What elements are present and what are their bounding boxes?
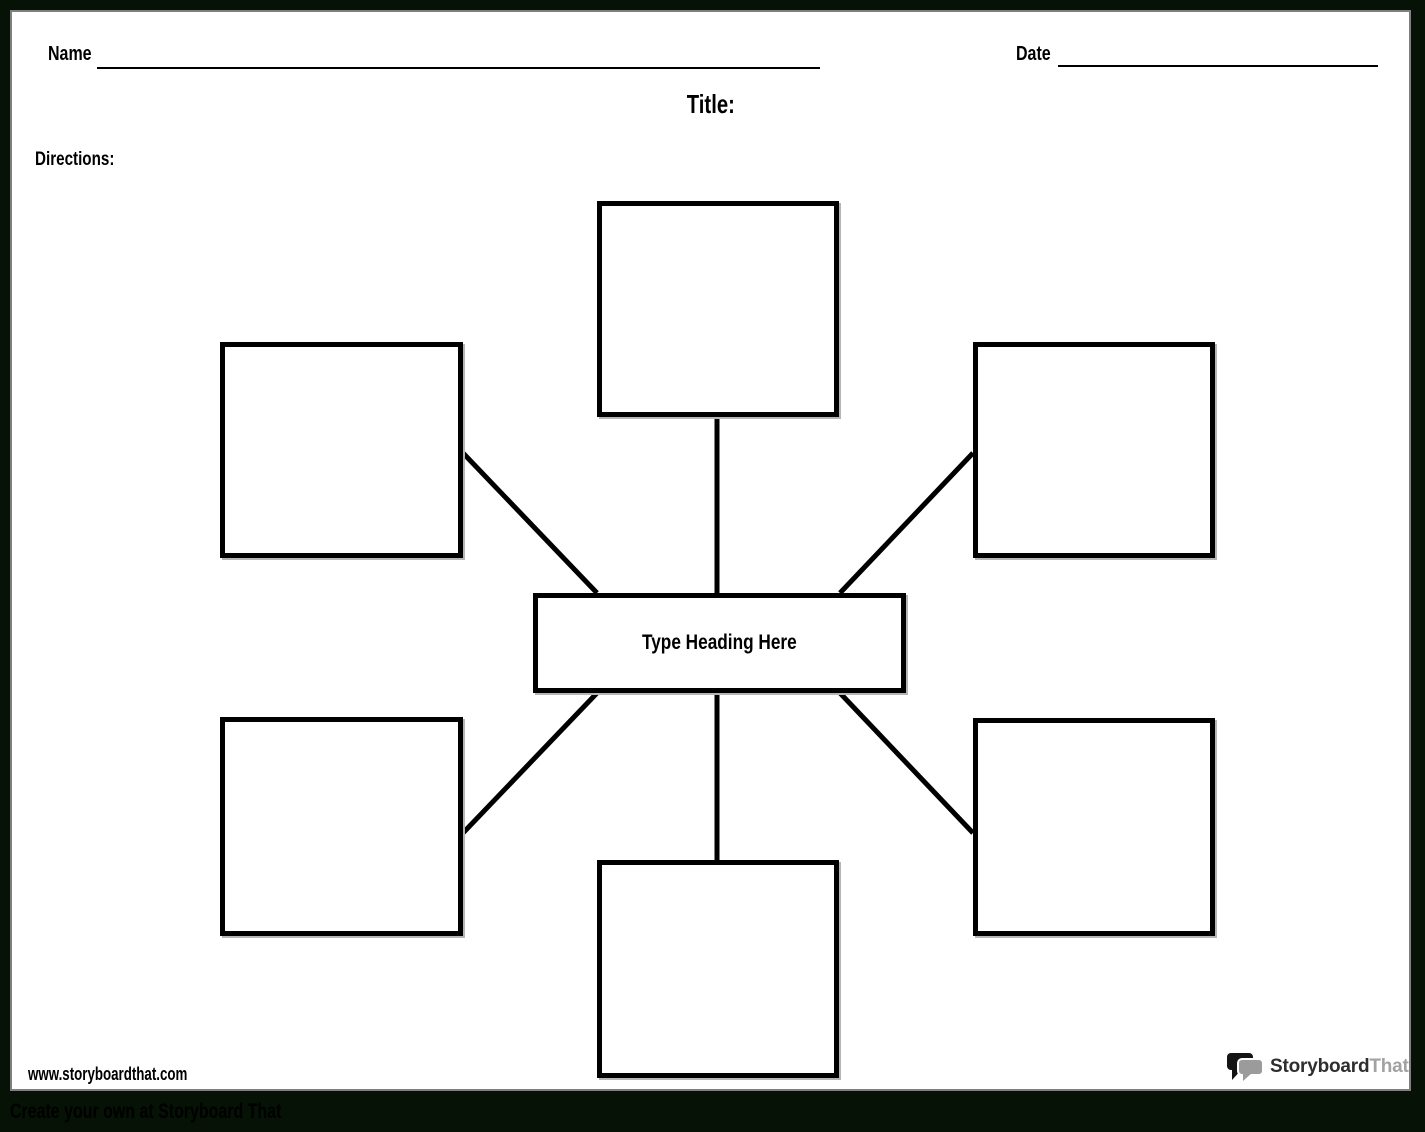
website-url-text: www.storyboardthat.com: [28, 1064, 188, 1084]
name-label-text: Name: [48, 43, 92, 65]
logo-wordmark: StoryboardThat: [1270, 1056, 1409, 1078]
name-input-line[interactable]: [97, 67, 820, 69]
spider-box-top-right[interactable]: [973, 342, 1215, 558]
spider-box-bottom-left[interactable]: [220, 717, 463, 936]
speech-bubbles-icon: [1227, 1053, 1264, 1081]
name-label: Name: [48, 43, 102, 66]
center-heading-box[interactable]: Type Heading Here: [533, 593, 906, 693]
spider-box-bottom[interactable]: [597, 860, 839, 1078]
spider-box-top[interactable]: [597, 201, 839, 417]
spider-box-top-left[interactable]: [220, 342, 463, 558]
directions-label: Directions:: [35, 149, 134, 171]
footer-tagline: Create your own at Storyboard That: [10, 1100, 367, 1124]
storyboardthat-logo: StoryboardThat: [1226, 1051, 1409, 1083]
spider-box-bottom-right[interactable]: [973, 718, 1215, 936]
logo-text-secondary: That: [1369, 1056, 1409, 1077]
date-input-line[interactable]: [1058, 65, 1378, 67]
worksheet-page: Name Date Title: Directions:: [10, 10, 1411, 1091]
footer-tagline-text: Create your own at Storyboard That: [10, 1100, 282, 1123]
center-heading-text: Type Heading Here: [642, 631, 797, 654]
website-url: www.storyboardthat.com: [28, 1064, 243, 1085]
logo-text-primary: Storyboard: [1270, 1056, 1370, 1077]
date-label-text: Date: [1016, 43, 1051, 65]
title-label: Title:: [686, 89, 735, 119]
directions-label-text: Directions:: [35, 149, 115, 170]
connector-lines: [461, 417, 975, 860]
title-row: Title:: [12, 89, 1409, 120]
date-label: Date: [1016, 43, 1059, 66]
